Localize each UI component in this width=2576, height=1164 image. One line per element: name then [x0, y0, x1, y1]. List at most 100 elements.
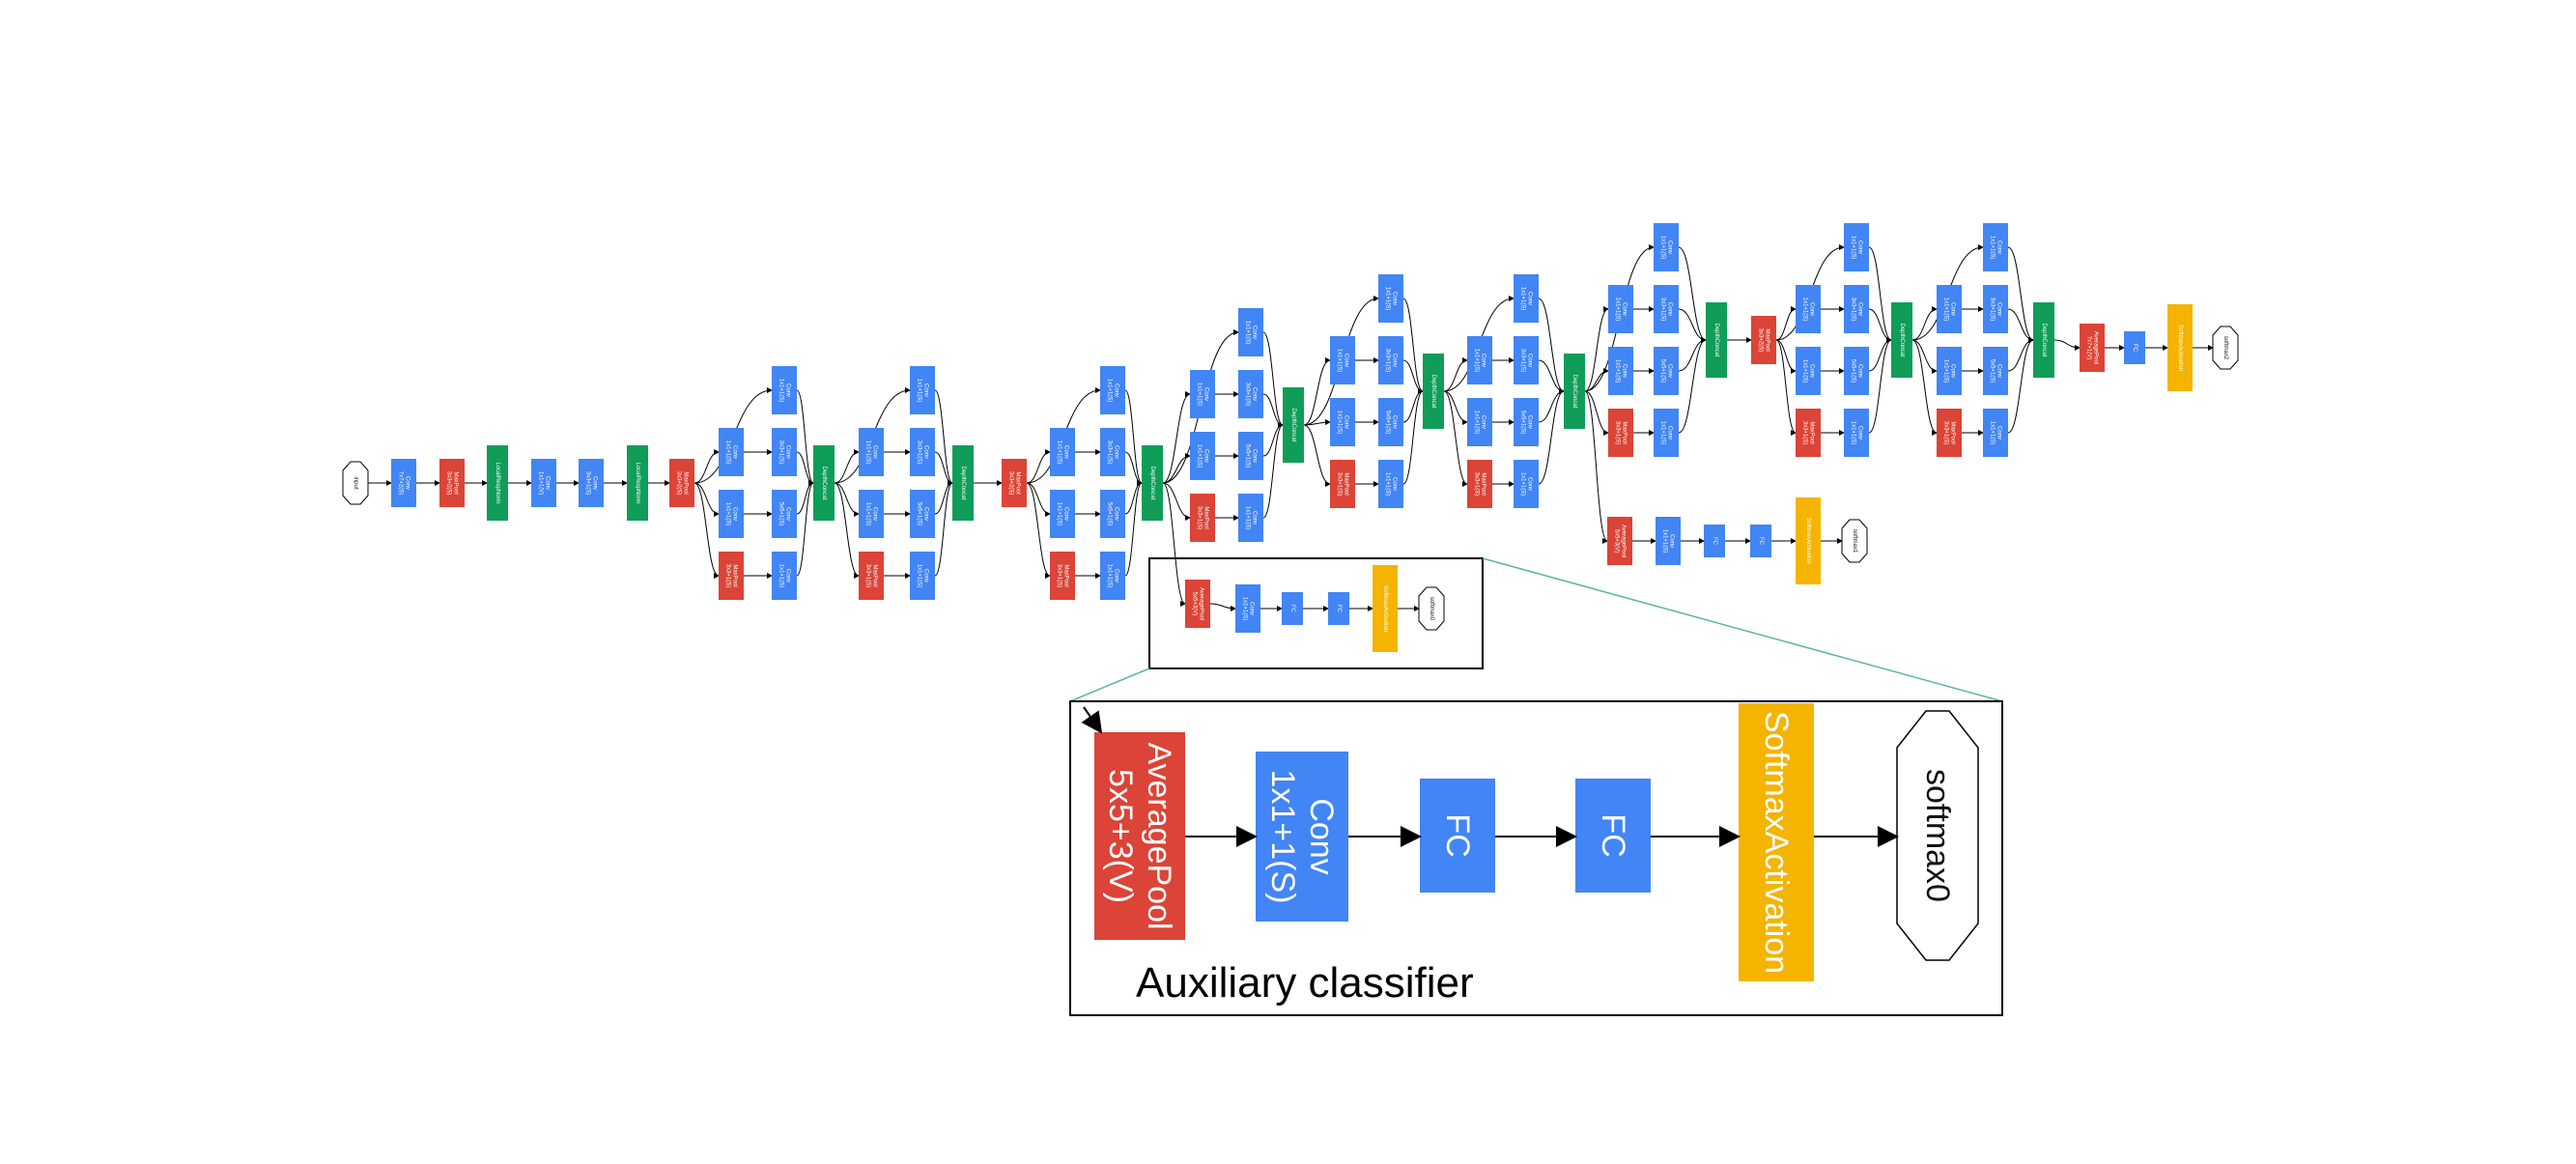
node-label-line: 1x1+1(S) [1385, 287, 1391, 311]
node-label-line: 1x1+1(S) [917, 379, 922, 403]
edge [1868, 246, 1892, 343]
aux-highlight-box [1148, 557, 1484, 669]
edge [1538, 388, 1565, 485]
node-label-line: Conv [1114, 383, 1119, 397]
node-label-line: DepthConcat [1149, 466, 1155, 499]
edge [1162, 482, 1191, 521]
node-label-line: Conv [1252, 326, 1258, 339]
node-label-line: 1x1+1(S) [1990, 236, 1996, 260]
node-label-line: 1x1+1(S) [1943, 359, 1949, 383]
node-label-line: 1x1+1(S) [1802, 359, 1808, 383]
edge [1303, 357, 1331, 426]
node-label-line: 1x1+1(S) [1337, 411, 1343, 435]
edge [1868, 337, 1892, 372]
edge [1124, 480, 1143, 577]
zoom-softmax0-node: softmax0 [1896, 710, 1979, 961]
node-label-line: 1x1+1(S) [865, 502, 871, 526]
zoom-caption: Auxiliary classifier [1136, 959, 1474, 1007]
node-label-line: Conv [1527, 292, 1533, 305]
edge [834, 482, 860, 517]
node-label-line: 1x1+1(S) [1851, 236, 1856, 260]
node-label-line: Conv [785, 569, 791, 582]
node-label-line: SoftmaxActivation [1382, 585, 1388, 632]
node-label-line: 1x1+1(S) [1474, 411, 1480, 435]
node-label-line: MaxPool [1765, 328, 1770, 351]
edge [1775, 339, 1797, 374]
depthconcat-node: LocalRespNorm [627, 445, 648, 521]
edge [694, 482, 720, 579]
edge [1538, 388, 1565, 423]
node-label-line: 1x1+1(S) [1662, 529, 1668, 554]
node-label-line: DepthConcat [1899, 323, 1905, 356]
node-label-line: 3x3+2(S) [1008, 471, 1014, 496]
node-label-line: 7x7+1(V) [2086, 336, 2092, 360]
edge [2007, 308, 2034, 343]
node-label-line: Conv [1203, 449, 1209, 463]
node-label-line: MaxPool [1950, 421, 1956, 443]
node-label-line: FC [1289, 605, 1295, 613]
node-label-line: 1x1+1(S) [1337, 349, 1343, 373]
node-label-line: Conv [1857, 302, 1863, 316]
node-label-line: Conv [923, 445, 929, 459]
node-label-line: Conv [1063, 445, 1069, 459]
node-label-line: Conv [1950, 364, 1956, 378]
edge [1868, 308, 1892, 343]
node-label-line: Conv [1809, 302, 1815, 316]
node-label-line: softmax0 [1919, 769, 1956, 902]
node-label-line: Conv [1669, 534, 1675, 548]
node-label-line: DepthConcat [1430, 374, 1436, 408]
depthconcat-node: DepthConcat [813, 445, 835, 521]
node-label-line: softmax2 [2222, 336, 2228, 360]
edge [1262, 331, 1284, 428]
node-label-line: 1x1+1(S) [1242, 597, 1248, 621]
node-label-line: 3x3+1(S) [1474, 472, 1480, 497]
node-label-line: 3x3+1(S) [778, 440, 784, 465]
edge [1584, 306, 1609, 392]
node-label-line: Conv [1203, 387, 1209, 401]
edge [1262, 422, 1284, 519]
edge [694, 449, 720, 484]
edge [1162, 482, 1186, 607]
node-label-line: Conv [1667, 302, 1673, 316]
node-label-line: Conv [405, 476, 410, 490]
node-label-line: Conv [1252, 511, 1258, 525]
node-label-line: 3x3+1(S) [1660, 298, 1666, 322]
edge [1443, 390, 1468, 425]
node-label-line: Conv [1857, 364, 1863, 378]
edge [1775, 339, 1797, 436]
edge [934, 389, 953, 486]
node-label-line: 3x3+2(S) [1758, 328, 1764, 353]
node-label-line: LocalRespNorm [635, 462, 640, 503]
fc-node: FC [1282, 592, 1303, 625]
node-label-line: 1x1+1(S) [1245, 321, 1251, 345]
edge [1026, 482, 1051, 579]
node-label-line: Conv [1392, 292, 1398, 305]
edge [1678, 308, 1707, 343]
node-label-line: MaxPool [1203, 506, 1209, 528]
